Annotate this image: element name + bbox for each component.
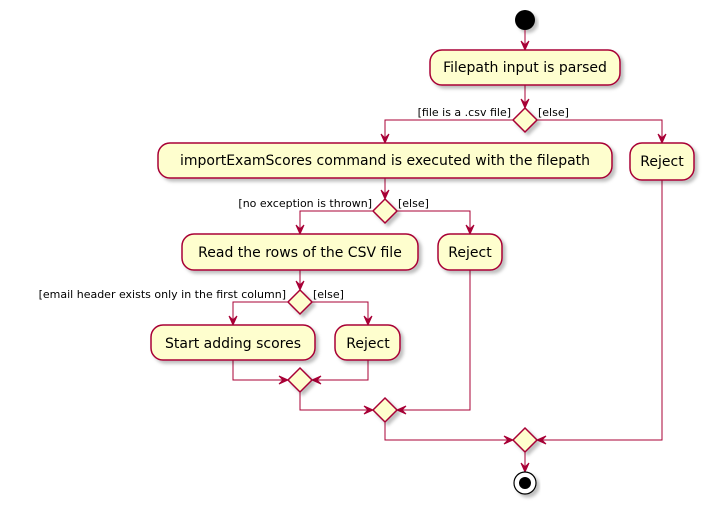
- edge-csv-yes: [384, 119, 513, 142]
- edge-csv-else: [537, 119, 663, 142]
- activity-reject-exception: [437, 233, 503, 271]
- edge-exception-yes: [299, 210, 373, 233]
- activity-execute: [157, 142, 613, 179]
- activity-reject-csv: [629, 142, 695, 181]
- merge-header: [286, 366, 314, 394]
- arrowhead: [503, 435, 515, 445]
- arrowhead: [657, 133, 667, 145]
- arrowhead: [228, 315, 238, 327]
- arrowhead: [363, 405, 375, 415]
- edge-merge2-merge1: [384, 422, 512, 441]
- edge-exception-else: [397, 210, 471, 233]
- arrowhead: [380, 133, 390, 145]
- edge-reject-exception-merge: [398, 270, 471, 411]
- activity-reject-csv-label: Reject: [640, 154, 684, 170]
- guard-header-yes: [email header exists only in the first c…: [39, 288, 286, 301]
- decision-csv: [511, 106, 539, 134]
- activity-start-adding-label: Start adding scores: [165, 336, 301, 352]
- edge-header-else: [312, 301, 369, 324]
- guard-exception-yes: [no exception is thrown]: [238, 197, 372, 210]
- arrowhead: [295, 224, 305, 236]
- merge-csv: [511, 426, 539, 454]
- activity-reject-header-label: Reject: [346, 336, 390, 352]
- arrowhead: [465, 224, 475, 236]
- end-node: [513, 471, 537, 495]
- decision-header: [286, 288, 314, 316]
- edge-header-yes: [232, 301, 288, 324]
- arrowhead: [535, 435, 547, 445]
- guard-header-else: [else]: [313, 288, 344, 301]
- start-node: [515, 10, 535, 30]
- arrowhead: [363, 315, 373, 327]
- activity-parse-label: Filepath input is parsed: [443, 60, 607, 76]
- arrowhead: [395, 405, 407, 415]
- arrowhead: [380, 189, 390, 201]
- activity-parse: [429, 49, 621, 86]
- activity-reject-exception-label: Reject: [448, 245, 492, 261]
- activity-start-adding: [150, 324, 316, 361]
- activity-read-rows: [181, 233, 419, 271]
- arrowhead: [295, 280, 305, 292]
- guard-csv-else: [else]: [538, 106, 569, 119]
- edge-reject-csv-merge: [538, 180, 663, 441]
- activity-read-rows-label: Read the rows of the CSV file: [198, 245, 402, 261]
- guard-csv-yes: [file is a .csv file]: [418, 106, 511, 119]
- arrowhead: [520, 462, 530, 474]
- merge-exception: [371, 396, 399, 424]
- edges: [228, 30, 667, 474]
- decision-exception: [371, 197, 399, 225]
- edge-reject-header-merge: [313, 360, 369, 381]
- arrowhead: [278, 375, 290, 385]
- activity-reject-header: [334, 324, 401, 361]
- guard-exception-else: [else]: [398, 197, 429, 210]
- edge-adding-merge: [232, 360, 287, 381]
- activity-execute-label: importExamScores command is executed wit…: [180, 153, 590, 169]
- arrowhead: [310, 375, 322, 385]
- edge-merge3-merge2: [299, 392, 372, 411]
- arrowhead: [520, 40, 530, 52]
- arrowhead: [520, 98, 530, 110]
